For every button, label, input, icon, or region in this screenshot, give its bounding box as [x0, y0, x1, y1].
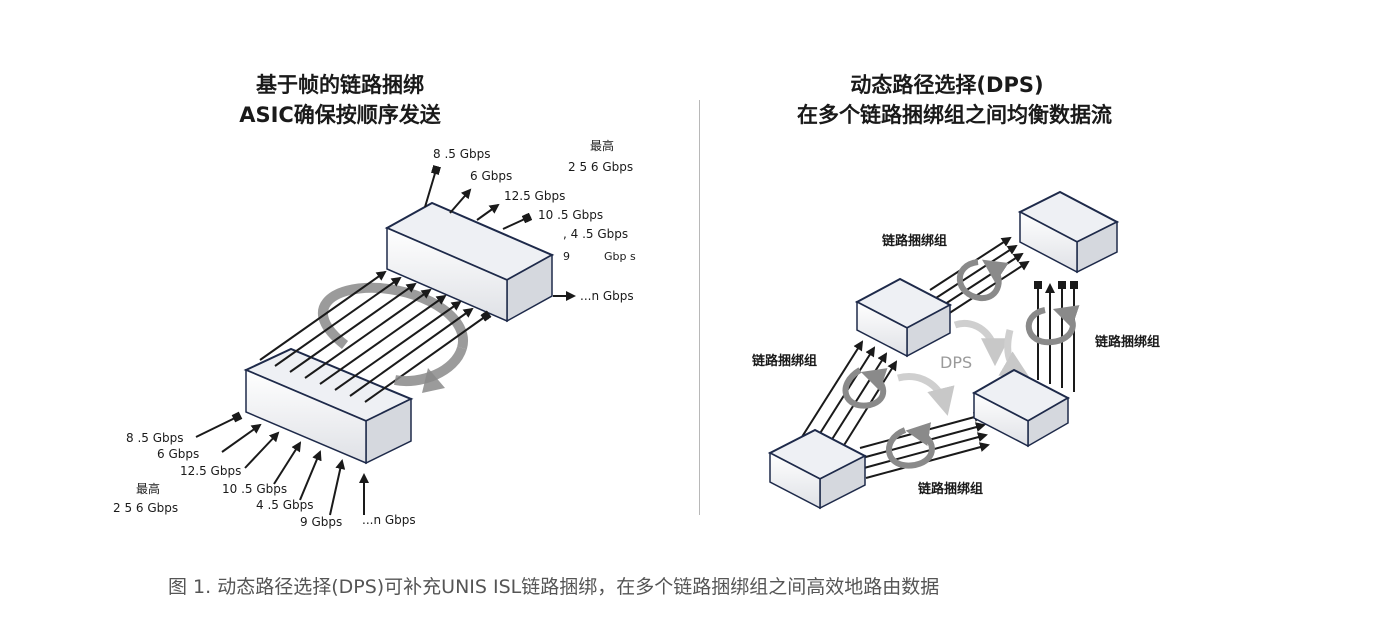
bundle-links	[259, 270, 492, 403]
dps-arrows	[897, 320, 1030, 416]
link-group-b	[859, 412, 990, 479]
rotation-arrow	[318, 282, 468, 350]
switch-box-top-right	[1017, 190, 1120, 274]
top-label-6: 9	[563, 250, 570, 263]
bottom-label-1: 8 .5 Gbps	[126, 431, 184, 445]
upper-switch-box	[384, 201, 555, 323]
switch-box-middle-left	[854, 277, 953, 358]
switch-box-middle-right	[971, 368, 1071, 448]
right-title-line1: 动态路径选择(DPS)	[850, 73, 1044, 97]
upper-output-links	[424, 165, 576, 301]
right-title: 动态路径选择(DPS) 在多个链路捆绑组之间均衡数据流	[797, 70, 1112, 130]
top-label-1: 8 .5 Gbps	[433, 147, 491, 161]
top-max-value: 2 5 6 Gbps	[568, 160, 633, 174]
rotation-arrow-front	[394, 346, 467, 393]
right-title-line2: 在多个链路捆绑组之间均衡数据流	[797, 103, 1112, 127]
group-label-left: 链路捆绑组	[751, 353, 817, 369]
group-label-right: 链路捆绑组	[1094, 334, 1160, 350]
top-label-5: , 4 .5 Gbps	[563, 227, 628, 241]
lower-input-links	[195, 411, 369, 516]
panel-divider	[699, 100, 700, 515]
lower-switch-box	[243, 347, 414, 465]
top-label-7: Gbp s	[604, 250, 636, 263]
link-group-d	[1025, 281, 1080, 392]
top-label-3: 12.5 Gbps	[504, 189, 565, 203]
link-group-c	[929, 236, 1030, 315]
bottom-label-2: 6 Gbps	[157, 447, 199, 461]
left-title-line1: 基于帧的链路捆绑	[256, 73, 424, 97]
top-label-2: 6 Gbps	[470, 169, 512, 183]
link-group-a	[799, 340, 898, 459]
group-label-bottom: 链路捆绑组	[917, 481, 983, 497]
left-title-line2: ASIC确保按顺序发送	[239, 103, 441, 127]
left-title: 基于帧的链路捆绑 ASIC确保按顺序发送	[190, 70, 490, 130]
top-max-label: 最高	[590, 138, 614, 153]
bottom-label-5: 4 .5 Gbps	[256, 498, 314, 512]
top-label-4: 10 .5 Gbps	[538, 208, 603, 222]
figure-caption: 图 1. 动态路径选择(DPS)可补充UNIS ISL链路捆绑，在多个链路捆绑组…	[168, 576, 940, 598]
bottom-label-4: 10 .5 Gbps	[222, 482, 287, 496]
bottom-label-6: 9 Gbps	[300, 515, 342, 529]
dps-label: DPS	[940, 353, 972, 372]
group-label-top: 链路捆绑组	[881, 233, 947, 249]
bottom-label-7: ...n Gbps	[362, 513, 416, 527]
switch-box-bottom-left	[767, 428, 868, 510]
bottom-max-value: 2 5 6 Gbps	[113, 501, 178, 515]
bottom-label-3: 12.5 Gbps	[180, 464, 241, 478]
top-label-8: ...n Gbps	[580, 289, 634, 303]
bottom-max-label: 最高	[136, 481, 160, 496]
